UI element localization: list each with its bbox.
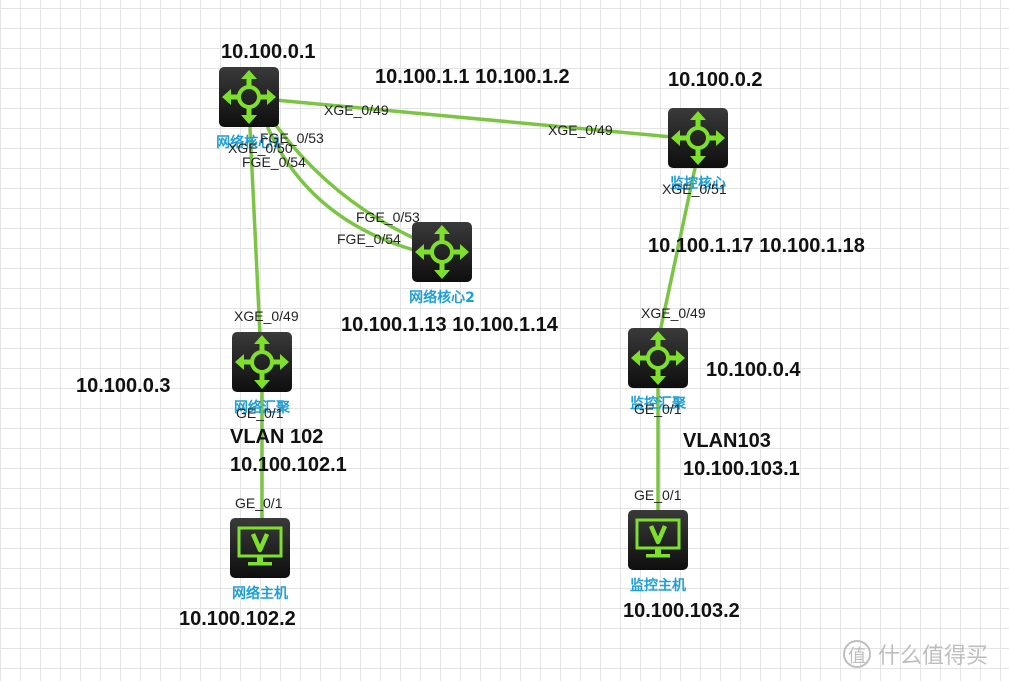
host-ip-label: 10.100.102.2 — [179, 608, 296, 630]
device-core1[interactable]: 网络核心1 — [216, 67, 282, 151]
port-label: XGE_0/51 — [662, 181, 727, 197]
mon-host-ip-label: 10.100.103.2 — [623, 600, 740, 622]
device-mon-agg[interactable]: 监控汇聚 — [628, 328, 688, 412]
device-name: 监控汇聚 — [630, 395, 687, 412]
device-name: 网络汇聚 — [234, 399, 291, 416]
device-mon-host[interactable]: 监控主机 — [628, 510, 688, 594]
port-label: XGE_0/49 — [234, 308, 299, 324]
link-core1-core2-ip-label: 10.100.1.13 10.100.1.14 — [341, 314, 559, 336]
links — [248, 98, 697, 522]
link-moncore-monagg-ip-label: 10.100.1.17 10.100.1.18 — [648, 235, 865, 257]
device-host[interactable]: 网络主机 — [230, 518, 290, 602]
device-name: 网络核心1 — [216, 134, 282, 151]
port-label: GE_0/1 — [236, 405, 284, 421]
device-mon-core[interactable]: 监控核心 — [668, 108, 728, 192]
device-name: 监控核心 — [670, 175, 726, 192]
port-label: FGE_0/53 — [260, 130, 324, 146]
port-label: GE_0/1 — [235, 495, 283, 511]
vlan103-gateway-label: 10.100.103.1 — [683, 458, 800, 480]
port-label: FGE_0/54 — [242, 154, 306, 170]
router-icon — [219, 67, 279, 127]
vlan102-gateway-label: 10.100.102.1 — [230, 454, 347, 476]
port-label: XGE_0/49 — [324, 102, 389, 118]
link-core-moncore-ip-label: 10.100.1.1 10.100.1.2 — [375, 66, 570, 88]
watermark: 值 什么值得买 — [843, 640, 988, 669]
smzdm-logo-icon: 值 — [843, 640, 871, 668]
port-label: GE_0/1 — [634, 487, 682, 503]
link-core1-core2-a[interactable] — [270, 118, 420, 242]
device-core2[interactable]: 网络核心2 — [409, 222, 475, 306]
router-icon — [668, 108, 728, 168]
port-label: XGE_0/50 — [228, 140, 293, 156]
agg-ip-label: 10.100.0.3 — [76, 375, 171, 397]
router-icon — [412, 222, 472, 282]
svg-text:值: 值 — [848, 646, 866, 667]
vlan103-label: VLAN103 — [683, 430, 771, 452]
port-label: XGE_0/49 — [548, 122, 613, 138]
mon-core-ip-label: 10.100.0.2 — [668, 69, 763, 91]
port-label: FGE_0/53 — [356, 209, 420, 225]
device-name: 监控主机 — [630, 577, 686, 594]
port-label: GE_0/1 — [634, 401, 682, 417]
device-name: 网络核心2 — [409, 289, 475, 306]
device-name: 网络主机 — [232, 585, 288, 602]
core1-ip-label: 10.100.0.1 — [221, 41, 316, 63]
watermark-text: 什么值得买 — [878, 644, 988, 669]
device-agg[interactable]: 网络汇聚 — [232, 332, 292, 416]
link-moncore-monagg[interactable] — [658, 166, 697, 334]
link-core1-agg[interactable] — [248, 126, 262, 337]
terminal-icon — [628, 510, 688, 570]
mon-agg-ip-label: 10.100.0.4 — [706, 359, 801, 381]
router-icon — [232, 332, 292, 392]
port-label: FGE_0/54 — [337, 231, 401, 247]
vlan102-label: VLAN 102 — [230, 426, 323, 448]
port-label: XGE_0/49 — [641, 305, 706, 321]
ip-labels: 10.100.0.1 10.100.1.1 10.100.1.2 10.100.… — [76, 41, 865, 630]
terminal-icon — [230, 518, 290, 578]
router-icon — [628, 328, 688, 388]
link-core1-moncore[interactable] — [273, 98, 674, 139]
port-labels: XGE_0/49 XGE_0/49 FGE_0/53 XGE_0/50 FGE_… — [228, 102, 727, 511]
link-core1-core2-b[interactable] — [266, 126, 416, 252]
